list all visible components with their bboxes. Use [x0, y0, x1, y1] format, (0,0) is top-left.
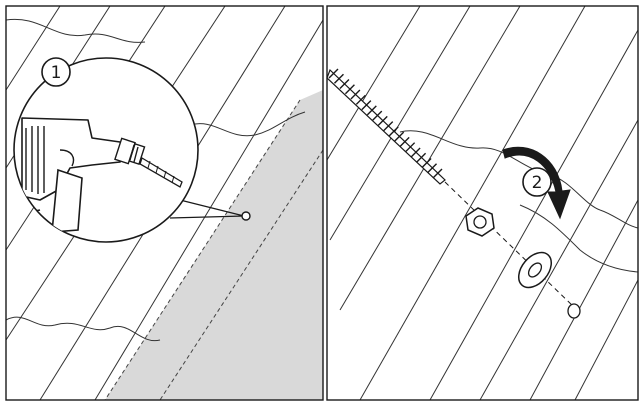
drill-hole-marker	[241, 211, 251, 221]
hex-nut	[465, 207, 495, 237]
step-2-badge: 2	[522, 167, 552, 197]
left-panel: 1	[6, 6, 323, 400]
left-panel-frame	[5, 5, 324, 401]
step-1-label: 1	[51, 63, 62, 83]
washer	[517, 251, 553, 289]
roof-tiles-right	[327, 6, 638, 400]
magnifier-pointer	[179, 199, 245, 217]
drilled-hole	[567, 303, 581, 319]
hanger-bolt-screw	[326, 68, 446, 185]
step-2-label: 2	[532, 173, 543, 193]
step-1-badge: 1	[41, 57, 71, 87]
mounting-rail-strip	[105, 90, 323, 400]
rotation-arrow	[502, 146, 571, 220]
right-panel: 2	[326, 6, 638, 400]
right-panel-frame	[326, 5, 639, 401]
drill-illustration	[14, 117, 183, 233]
assembly-axis-line	[444, 181, 576, 309]
